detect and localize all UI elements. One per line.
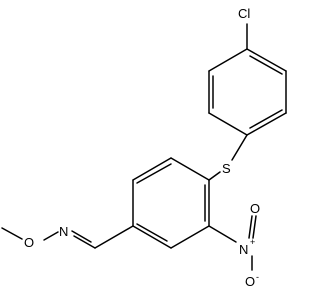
bond-ring-to-nitro bbox=[208, 225, 237, 243]
bond bbox=[132, 225, 172, 249]
nitro-oxygen-up-label: O bbox=[250, 201, 260, 216]
bond bbox=[208, 48, 248, 72]
bond-sulfur-to-ring bbox=[208, 171, 221, 181]
bond bbox=[246, 112, 287, 136]
chlorophenyl-ring bbox=[208, 23, 287, 136]
nitrophenyl-ring bbox=[132, 157, 210, 249]
bond-ring-to-ch bbox=[94, 225, 134, 249]
bond-ch-double-n-2 bbox=[71, 230, 92, 243]
bond bbox=[249, 109, 283, 129]
nitro-nitrogen-label: N bbox=[239, 242, 248, 257]
bond-o-to-methyl bbox=[1, 227, 23, 240]
bond bbox=[208, 112, 248, 136]
methoxy-oxygen-label: O bbox=[24, 235, 34, 250]
bond-ring-to-sulfur bbox=[231, 134, 248, 161]
bond-nitro-to-oxygen-up bbox=[252, 215, 257, 239]
bond-ch-double-n bbox=[73, 235, 96, 249]
bond bbox=[136, 223, 168, 242]
bond-n-to-o bbox=[43, 231, 59, 241]
bond bbox=[136, 163, 172, 184]
sulfur-label: S bbox=[222, 161, 231, 176]
chemical-structure-diagram: Cl S N + O O - N O bbox=[1, 6, 287, 289]
bond bbox=[132, 157, 172, 181]
bond bbox=[170, 225, 210, 249]
bond bbox=[246, 48, 287, 72]
bond bbox=[249, 55, 283, 75]
bond-nitro-double-oxygen bbox=[248, 215, 253, 239]
oxime-nitrogen-label: N bbox=[59, 224, 68, 239]
nitro-minus-charge: - bbox=[256, 272, 259, 282]
nitro-plus-charge: + bbox=[250, 237, 255, 247]
chlorine-label: Cl bbox=[238, 6, 250, 21]
nitro-oxygen-minus-label: O bbox=[245, 274, 255, 289]
bond bbox=[170, 157, 210, 181]
